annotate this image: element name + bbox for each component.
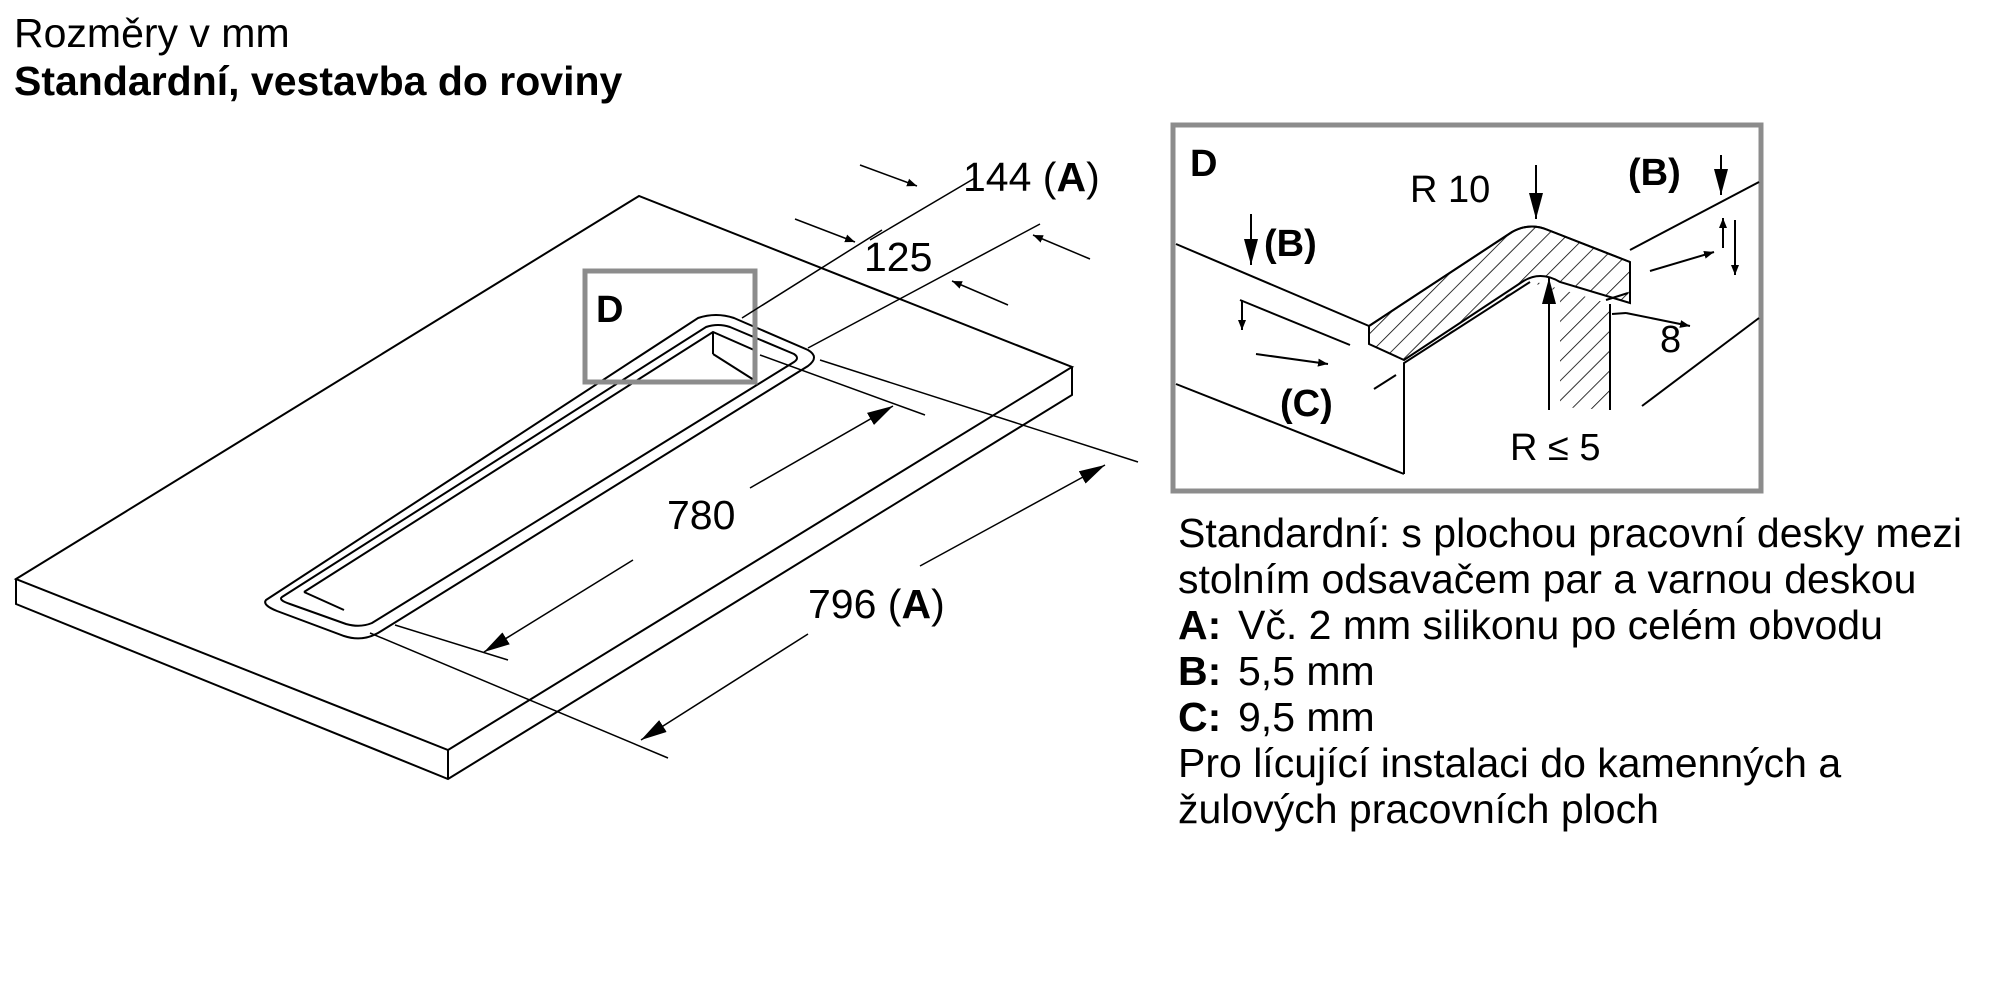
detail-r5: R ≤ 5	[1510, 427, 1601, 469]
detail-8: 8	[1660, 319, 1681, 361]
page-title: Standardní, vestavba do roviny	[14, 58, 623, 104]
detail-d-marker: D	[582, 268, 758, 385]
dim-796-label: 796 (A)	[808, 581, 945, 627]
note-text-b: 5,5 mm	[1238, 648, 1375, 694]
note-item-b: B: 5,5 mm	[1178, 648, 1988, 694]
subtitle-units: Rozměry v mm	[14, 10, 290, 56]
detail-d-label: D	[1190, 143, 1217, 185]
note-text-a: Vč. 2 mm silikonu po celém obvodu	[1238, 602, 1883, 648]
note-text-c: 9,5 mm	[1238, 694, 1375, 740]
note-item-a: A: Vč. 2 mm silikonu po celém obvodu	[1178, 602, 1988, 648]
dim-144-label: 144 (A)	[963, 154, 1100, 200]
notes-block: Standardní: s plochou pracovní desky mez…	[1178, 510, 1988, 832]
note-key-b: B:	[1178, 648, 1222, 694]
dim-125-label: 125	[864, 234, 932, 280]
notes-intro: Standardní: s plochou pracovní desky mez…	[1178, 510, 1962, 602]
detail-b-left: (B)	[1264, 223, 1317, 265]
note-key-a: A:	[1178, 602, 1222, 648]
note-key-c: C:	[1178, 694, 1222, 740]
detail-r10: R 10	[1410, 169, 1490, 211]
dimension-lines	[369, 164, 1139, 759]
detail-d-panel: D	[1170, 122, 1764, 494]
dimension-labels: 144 (A) 125 780 796 (A)	[667, 154, 1100, 627]
notes-footer: Pro lícující instalaci do kamenných a žu…	[1178, 740, 1842, 832]
detail-c: (C)	[1280, 383, 1333, 425]
detail-b-right: (B)	[1628, 152, 1681, 194]
dim-780-label: 780	[667, 492, 735, 538]
svg-text:D: D	[596, 289, 623, 331]
note-item-c: C: 9,5 mm	[1178, 694, 1988, 740]
